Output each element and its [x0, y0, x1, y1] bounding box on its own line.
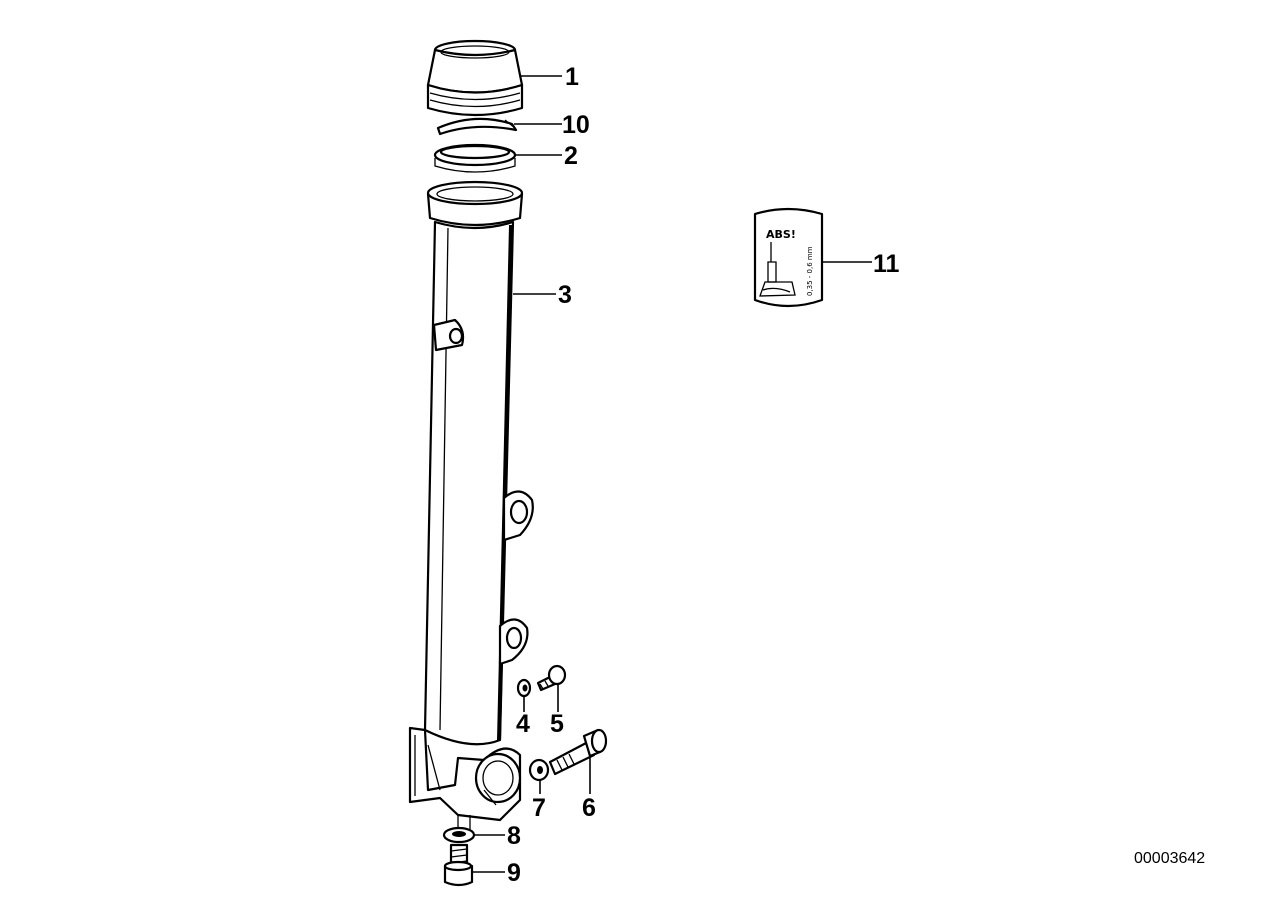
- part-4-washer[interactable]: [516, 678, 532, 698]
- callout-6: 6: [582, 794, 596, 822]
- leader-lines: [472, 75, 872, 873]
- part-2-sealing-ring[interactable]: [433, 143, 517, 173]
- callout-1: 1: [565, 63, 579, 91]
- part-3-slider-tube[interactable]: [408, 180, 534, 830]
- part-6-long-bolt[interactable]: [548, 728, 608, 776]
- callout-5: 5: [550, 710, 564, 738]
- callout-9: 9: [507, 859, 521, 887]
- callout-labels: 1 10 2 3 11 4 5 6 7 8 9: [507, 63, 900, 887]
- callout-8: 8: [507, 822, 521, 850]
- part-5-bolt[interactable]: [536, 664, 567, 692]
- callout-2: 2: [564, 142, 578, 170]
- part-7-washer[interactable]: [528, 758, 550, 782]
- part-8-sealing-washer[interactable]: [442, 826, 476, 844]
- callout-11: 11: [873, 250, 900, 278]
- part-11-abs-label[interactable]: ABS! 0,35 - 0,6 mm: [753, 207, 824, 308]
- callout-10: 10: [562, 111, 590, 139]
- part-10-circlip[interactable]: [436, 117, 518, 136]
- gap-text: 0,35 - 0,6 mm: [806, 246, 814, 296]
- document-number: 00003642: [1134, 850, 1205, 867]
- abs-warning-text: ABS!: [766, 228, 796, 241]
- callout-7: 7: [532, 794, 546, 822]
- part-9-drain-screw[interactable]: [443, 843, 474, 887]
- part-1-dust-cap[interactable]: [426, 39, 524, 117]
- callout-4: 4: [516, 710, 530, 738]
- callout-3: 3: [558, 281, 572, 309]
